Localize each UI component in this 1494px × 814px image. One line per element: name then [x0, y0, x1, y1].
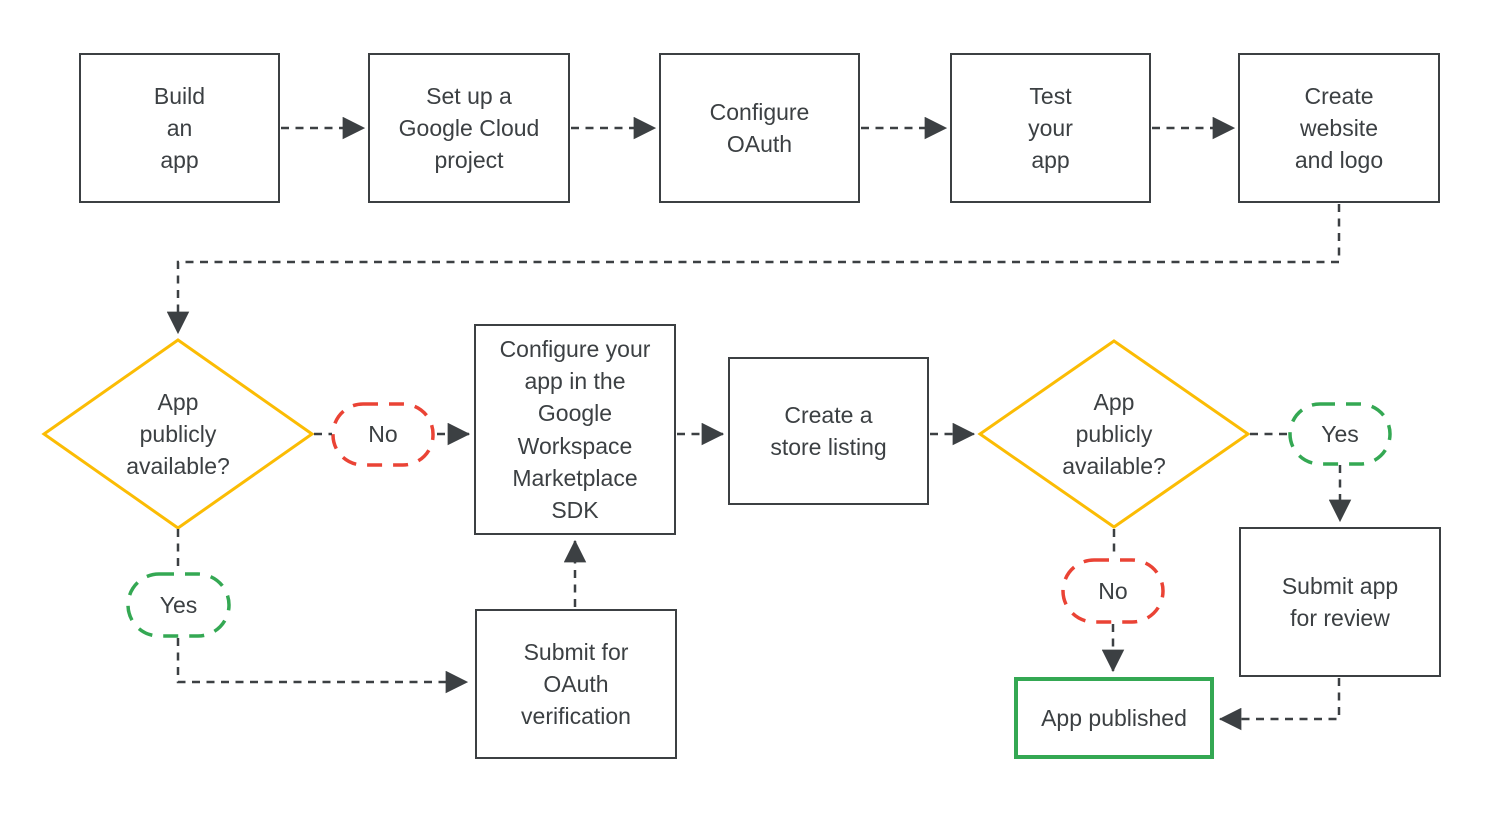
- flow-node-test-your-app: Test your app: [950, 53, 1151, 203]
- yes-oval-1: [126, 572, 231, 638]
- flow-node-app-published: App published: [1014, 677, 1214, 759]
- connector-review-to-published: [1218, 678, 1341, 731]
- decision-diamond-2: [977, 339, 1251, 529]
- yes-oval-2: [1288, 402, 1392, 466]
- flow-node-configure-marketplace-sdk: Configure your app in the Google Workspa…: [474, 324, 676, 535]
- connector-yes1-to-submit-oauth: [176, 638, 469, 694]
- decision-diamond-1: [41, 338, 315, 530]
- branch-label-yes-1: Yes: [159, 591, 198, 618]
- flow-node-setup-google-cloud-project: Set up a Google Cloud project: [368, 53, 570, 203]
- no-oval-1: [331, 402, 435, 467]
- flow-node-build-an-app: Build an app: [79, 53, 280, 203]
- flow-node-submit-oauth-verification: Submit for OAuth verification: [475, 609, 677, 759]
- branch-label-no-1: No: [368, 421, 398, 448]
- flow-node-configure-oauth: Configure OAuth: [659, 53, 860, 203]
- no-oval-2: [1061, 558, 1165, 624]
- branch-label-yes-2: Yes: [1321, 420, 1359, 447]
- flow-node-create-store-listing: Create a store listing: [728, 357, 929, 505]
- branch-label-no-2: No: [1098, 577, 1128, 604]
- connector-website-to-decision1: [166, 204, 1341, 335]
- flow-node-create-website-and-logo: Create website and logo: [1238, 53, 1440, 203]
- decision-label-app-publicly-available-2: App publicly available?: [1062, 388, 1166, 480]
- decision-label-app-publicly-available-1: App publicly available?: [126, 388, 230, 480]
- flow-node-submit-app-for-review: Submit app for review: [1239, 527, 1441, 677]
